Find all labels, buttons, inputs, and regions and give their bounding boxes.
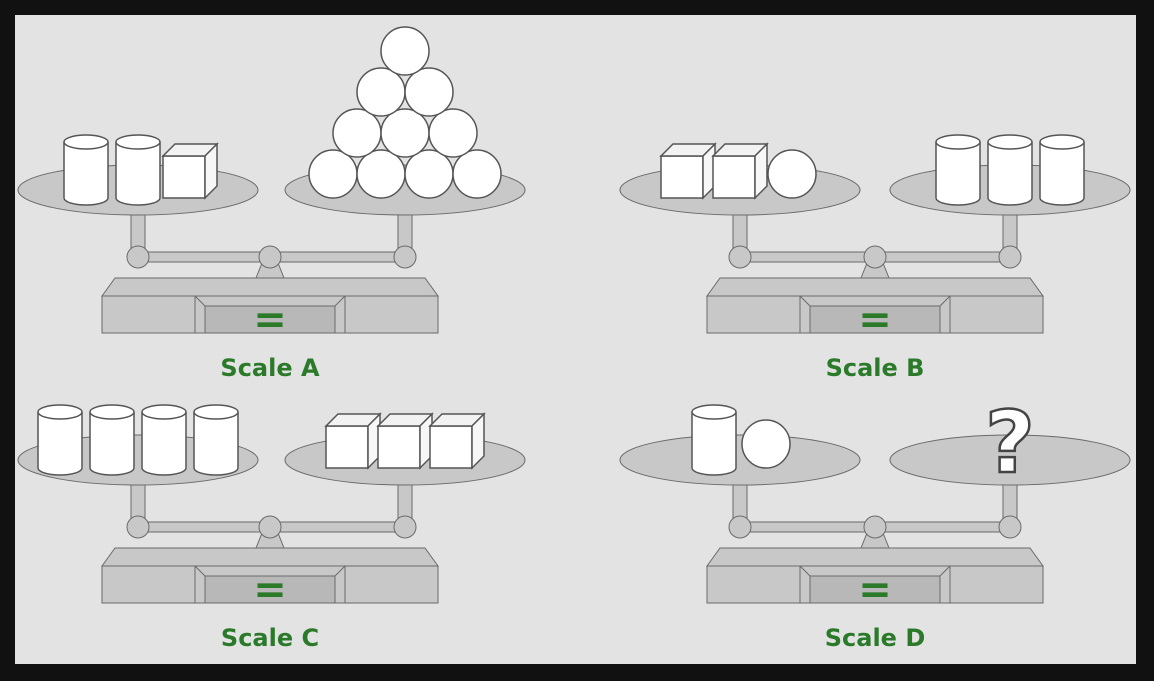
display-panel [204, 305, 336, 334]
right-pan [889, 434, 1131, 486]
fulcrum-pivot [258, 515, 282, 539]
fulcrum-pivot [863, 515, 887, 539]
right-pivot [393, 245, 417, 269]
display-panel [809, 305, 941, 334]
scale-label: Scale A [220, 354, 320, 382]
cylinder-icon [89, 404, 135, 476]
sphere-icon [380, 108, 430, 158]
left-pivot [126, 245, 150, 269]
sphere-icon [404, 149, 454, 199]
sphere-icon [356, 67, 406, 117]
right-pivot [998, 245, 1022, 269]
cylinder-icon [987, 134, 1033, 206]
right-pivot [393, 515, 417, 539]
equals-indicator: = [858, 297, 892, 343]
cube-icon [659, 142, 717, 200]
scale-c: = Scale C [17, 404, 526, 652]
scale-label: Scale B [826, 354, 925, 382]
scale-b: = Scale B [619, 134, 1131, 382]
cube-icon [161, 142, 219, 200]
cylinder-icon [63, 134, 109, 206]
left-pivot [126, 515, 150, 539]
cylinder-icon [141, 404, 187, 476]
fulcrum-pivot [863, 245, 887, 269]
base-top [706, 277, 1044, 297]
sphere-icon [741, 419, 791, 469]
question-mark: ? [985, 393, 1035, 493]
sphere-icon [452, 149, 502, 199]
fulcrum-pivot [258, 245, 282, 269]
display-panel [809, 575, 941, 604]
cylinder-icon [1039, 134, 1085, 206]
cylinder-icon [115, 134, 161, 206]
sphere-icon [356, 149, 406, 199]
sphere-icon [332, 108, 382, 158]
equals-indicator: = [858, 567, 892, 613]
cube-icon [711, 142, 769, 200]
sphere-icon [380, 26, 430, 76]
display-panel [204, 575, 336, 604]
base-top [101, 547, 439, 567]
base-top [706, 547, 1044, 567]
scale-label: Scale C [221, 624, 319, 652]
scale-d: = Scale D? [619, 392, 1131, 652]
left-pan [619, 434, 861, 486]
sphere-icon [404, 67, 454, 117]
sphere-icon [428, 108, 478, 158]
cylinder-icon [193, 404, 239, 476]
cylinder-icon [691, 404, 737, 476]
right-pivot [998, 515, 1022, 539]
equals-indicator: = [253, 567, 287, 613]
sphere-icon [767, 149, 817, 199]
cylinder-icon [935, 134, 981, 206]
scale-a: = Scale A [17, 26, 526, 382]
cube-icon [428, 412, 486, 470]
sphere-icon [308, 149, 358, 199]
cylinder-icon [37, 404, 83, 476]
cube-icon [324, 412, 382, 470]
left-pivot [728, 515, 752, 539]
cube-icon [376, 412, 434, 470]
base-top [101, 277, 439, 297]
left-pivot [728, 245, 752, 269]
equals-indicator: = [253, 297, 287, 343]
scale-label: Scale D [825, 624, 926, 652]
